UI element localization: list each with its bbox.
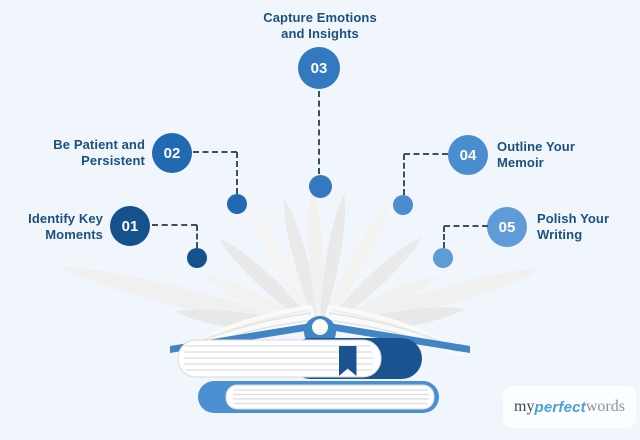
step-label-03-line1: Capture Emotions	[263, 10, 377, 25]
stacked-book-top	[177, 338, 422, 379]
step-label-05-line2: Writing	[537, 226, 583, 242]
step-label-04-line2: Memoir	[497, 154, 544, 170]
connector-dot-02	[227, 194, 247, 214]
connector-01-vertical	[196, 225, 198, 248]
open-book-illustration	[59, 187, 544, 413]
step-label-03-line2: and Insights	[281, 25, 359, 41]
connector-05-vertical	[443, 226, 445, 248]
step-label-02-line2: Persistent	[81, 152, 145, 168]
step-label-04-line1: Outline Your	[497, 139, 576, 154]
connector-dot-04	[393, 195, 413, 215]
step-label-02-line1: Be Patient and	[53, 137, 145, 152]
connector-04-vertical	[403, 154, 405, 195]
stacked-book-bottom	[198, 381, 439, 413]
brand-logo-segment-words: words	[585, 398, 625, 415]
connector-05-horizontal	[444, 225, 488, 227]
step-label-04: Outline Your Memoir	[497, 139, 607, 170]
step-label-01: Identify Key Moments	[8, 211, 103, 242]
connector-dot-01	[187, 248, 207, 268]
connector-02-vertical	[236, 152, 238, 194]
brand-logo: my perfect words	[503, 386, 636, 428]
connector-03-vertical	[318, 91, 320, 174]
connector-02-horizontal	[193, 151, 237, 153]
connector-04-horizontal	[404, 153, 448, 155]
connector-dot-03	[309, 175, 332, 198]
step-label-01-line1: Identify Key	[28, 211, 103, 226]
connector-01-horizontal	[152, 224, 197, 226]
step-number-badge-03: 03	[298, 47, 340, 89]
step-number-badge-02: 02	[152, 133, 192, 173]
step-number-badge-04: 04	[448, 135, 488, 175]
step-number-badge-01: 01	[110, 206, 150, 246]
step-label-05: Polish Your Writing	[537, 211, 637, 242]
step-label-05-line1: Polish Your	[537, 211, 610, 226]
connector-dot-05	[433, 248, 453, 268]
step-number-badge-05: 05	[487, 207, 527, 247]
bookmark-icon	[339, 346, 357, 376]
step-label-03: Capture Emotions and Insights	[230, 10, 410, 41]
brand-logo-segment-my: my	[514, 398, 535, 415]
step-label-02: Be Patient and Persistent	[27, 137, 145, 168]
brand-logo-segment-perfect: perfect	[534, 398, 586, 416]
step-label-01-line2: Moments	[45, 226, 103, 242]
